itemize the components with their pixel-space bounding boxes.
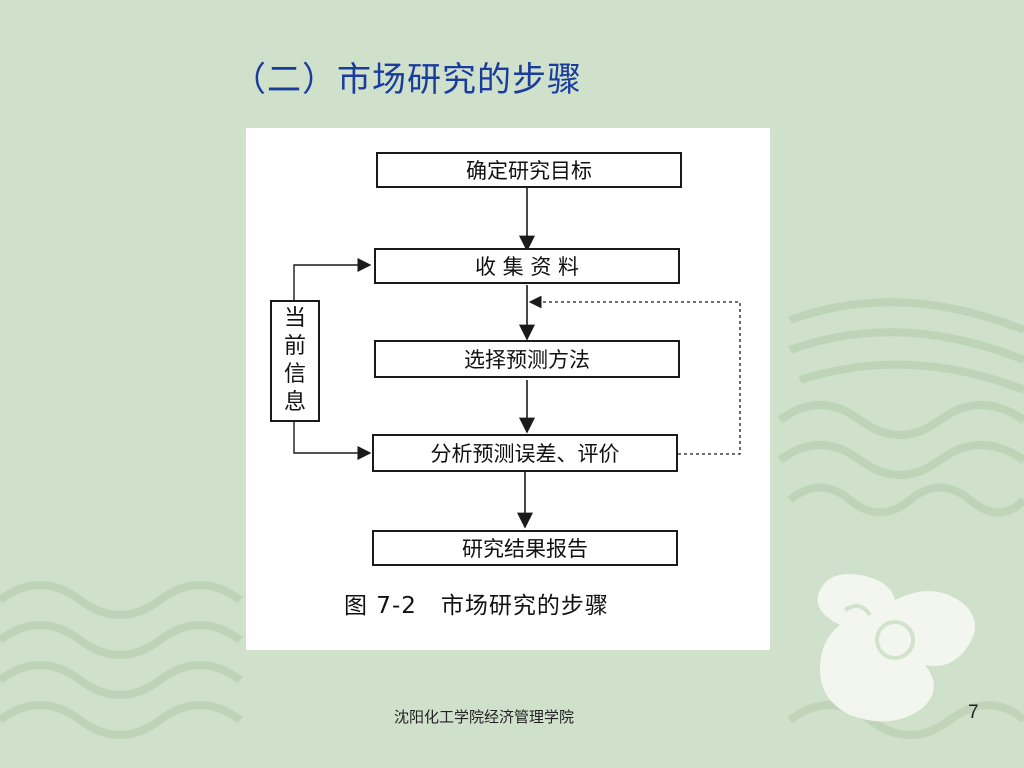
step-box-define-objective: 确定研究目标	[376, 152, 682, 188]
arrow-info-to-analyze	[293, 422, 372, 460]
side-box-label: 当前信息	[283, 306, 306, 415]
slide-title: （二）市场研究的步骤	[232, 60, 582, 100]
step-box-collect-data: 收 集 资 料	[374, 248, 680, 284]
page-number: 7	[968, 702, 979, 723]
flowchart-connectors	[293, 187, 741, 529]
figure-caption: 图 7-2 市场研究的步骤	[344, 593, 609, 619]
arrow-info-to-collect	[293, 258, 372, 300]
step-box-report-results: 研究结果报告	[372, 530, 678, 566]
flowchart-figure: 确定研究目标 收 集 资 料 选择预测方法 分析预测误差、评价 研究结果报告 当…	[246, 128, 770, 650]
dragon-ornament-icon	[817, 574, 975, 722]
feedback-dashed-loop	[528, 295, 741, 455]
side-box-current-info: 当前信息	[270, 300, 320, 422]
step-box-analyze-error: 分析预测误差、评价	[372, 434, 678, 472]
step-box-select-method: 选择预测方法	[374, 340, 680, 378]
footer-institution: 沈阳化工学院经济管理学院	[394, 708, 575, 726]
